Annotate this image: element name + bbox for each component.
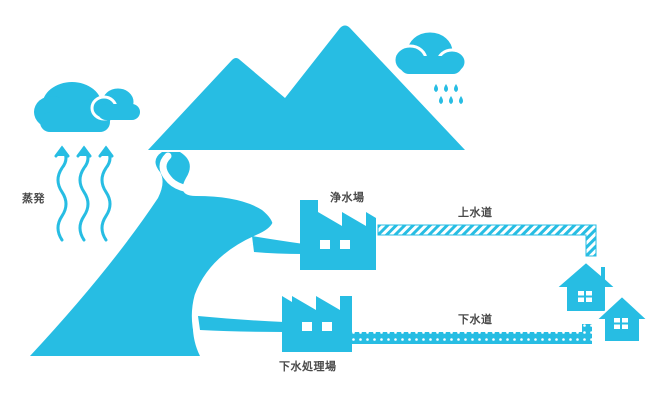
stream-from-sewage-plant — [198, 316, 284, 332]
sewerage-pipe — [352, 324, 592, 344]
evaporation-label: 蒸発 — [22, 192, 45, 205]
evaporation-arrow-icon — [98, 145, 114, 242]
cloud-icon — [90, 85, 140, 121]
rain-cloud-icon — [392, 29, 468, 104]
sewage-treatment-plant-label: 下水処理場 — [279, 360, 337, 373]
stream-to-purification-plant — [252, 236, 304, 254]
evaporation-arrow-icon — [76, 145, 92, 242]
river — [159, 152, 281, 360]
purification-plant-label: 浄水場 — [330, 191, 365, 204]
land-hill — [30, 152, 273, 356]
mountains — [148, 25, 465, 150]
evaporation-arrow-icon — [54, 145, 70, 242]
water-supply-label: 上水道 — [458, 206, 493, 219]
factory-icon — [300, 200, 376, 270]
sewerage-label: 下水道 — [458, 313, 493, 326]
factory-icon — [282, 296, 352, 352]
house-icon — [553, 260, 619, 313]
house-icon — [593, 294, 651, 343]
water-supply-pipe — [377, 224, 597, 257]
